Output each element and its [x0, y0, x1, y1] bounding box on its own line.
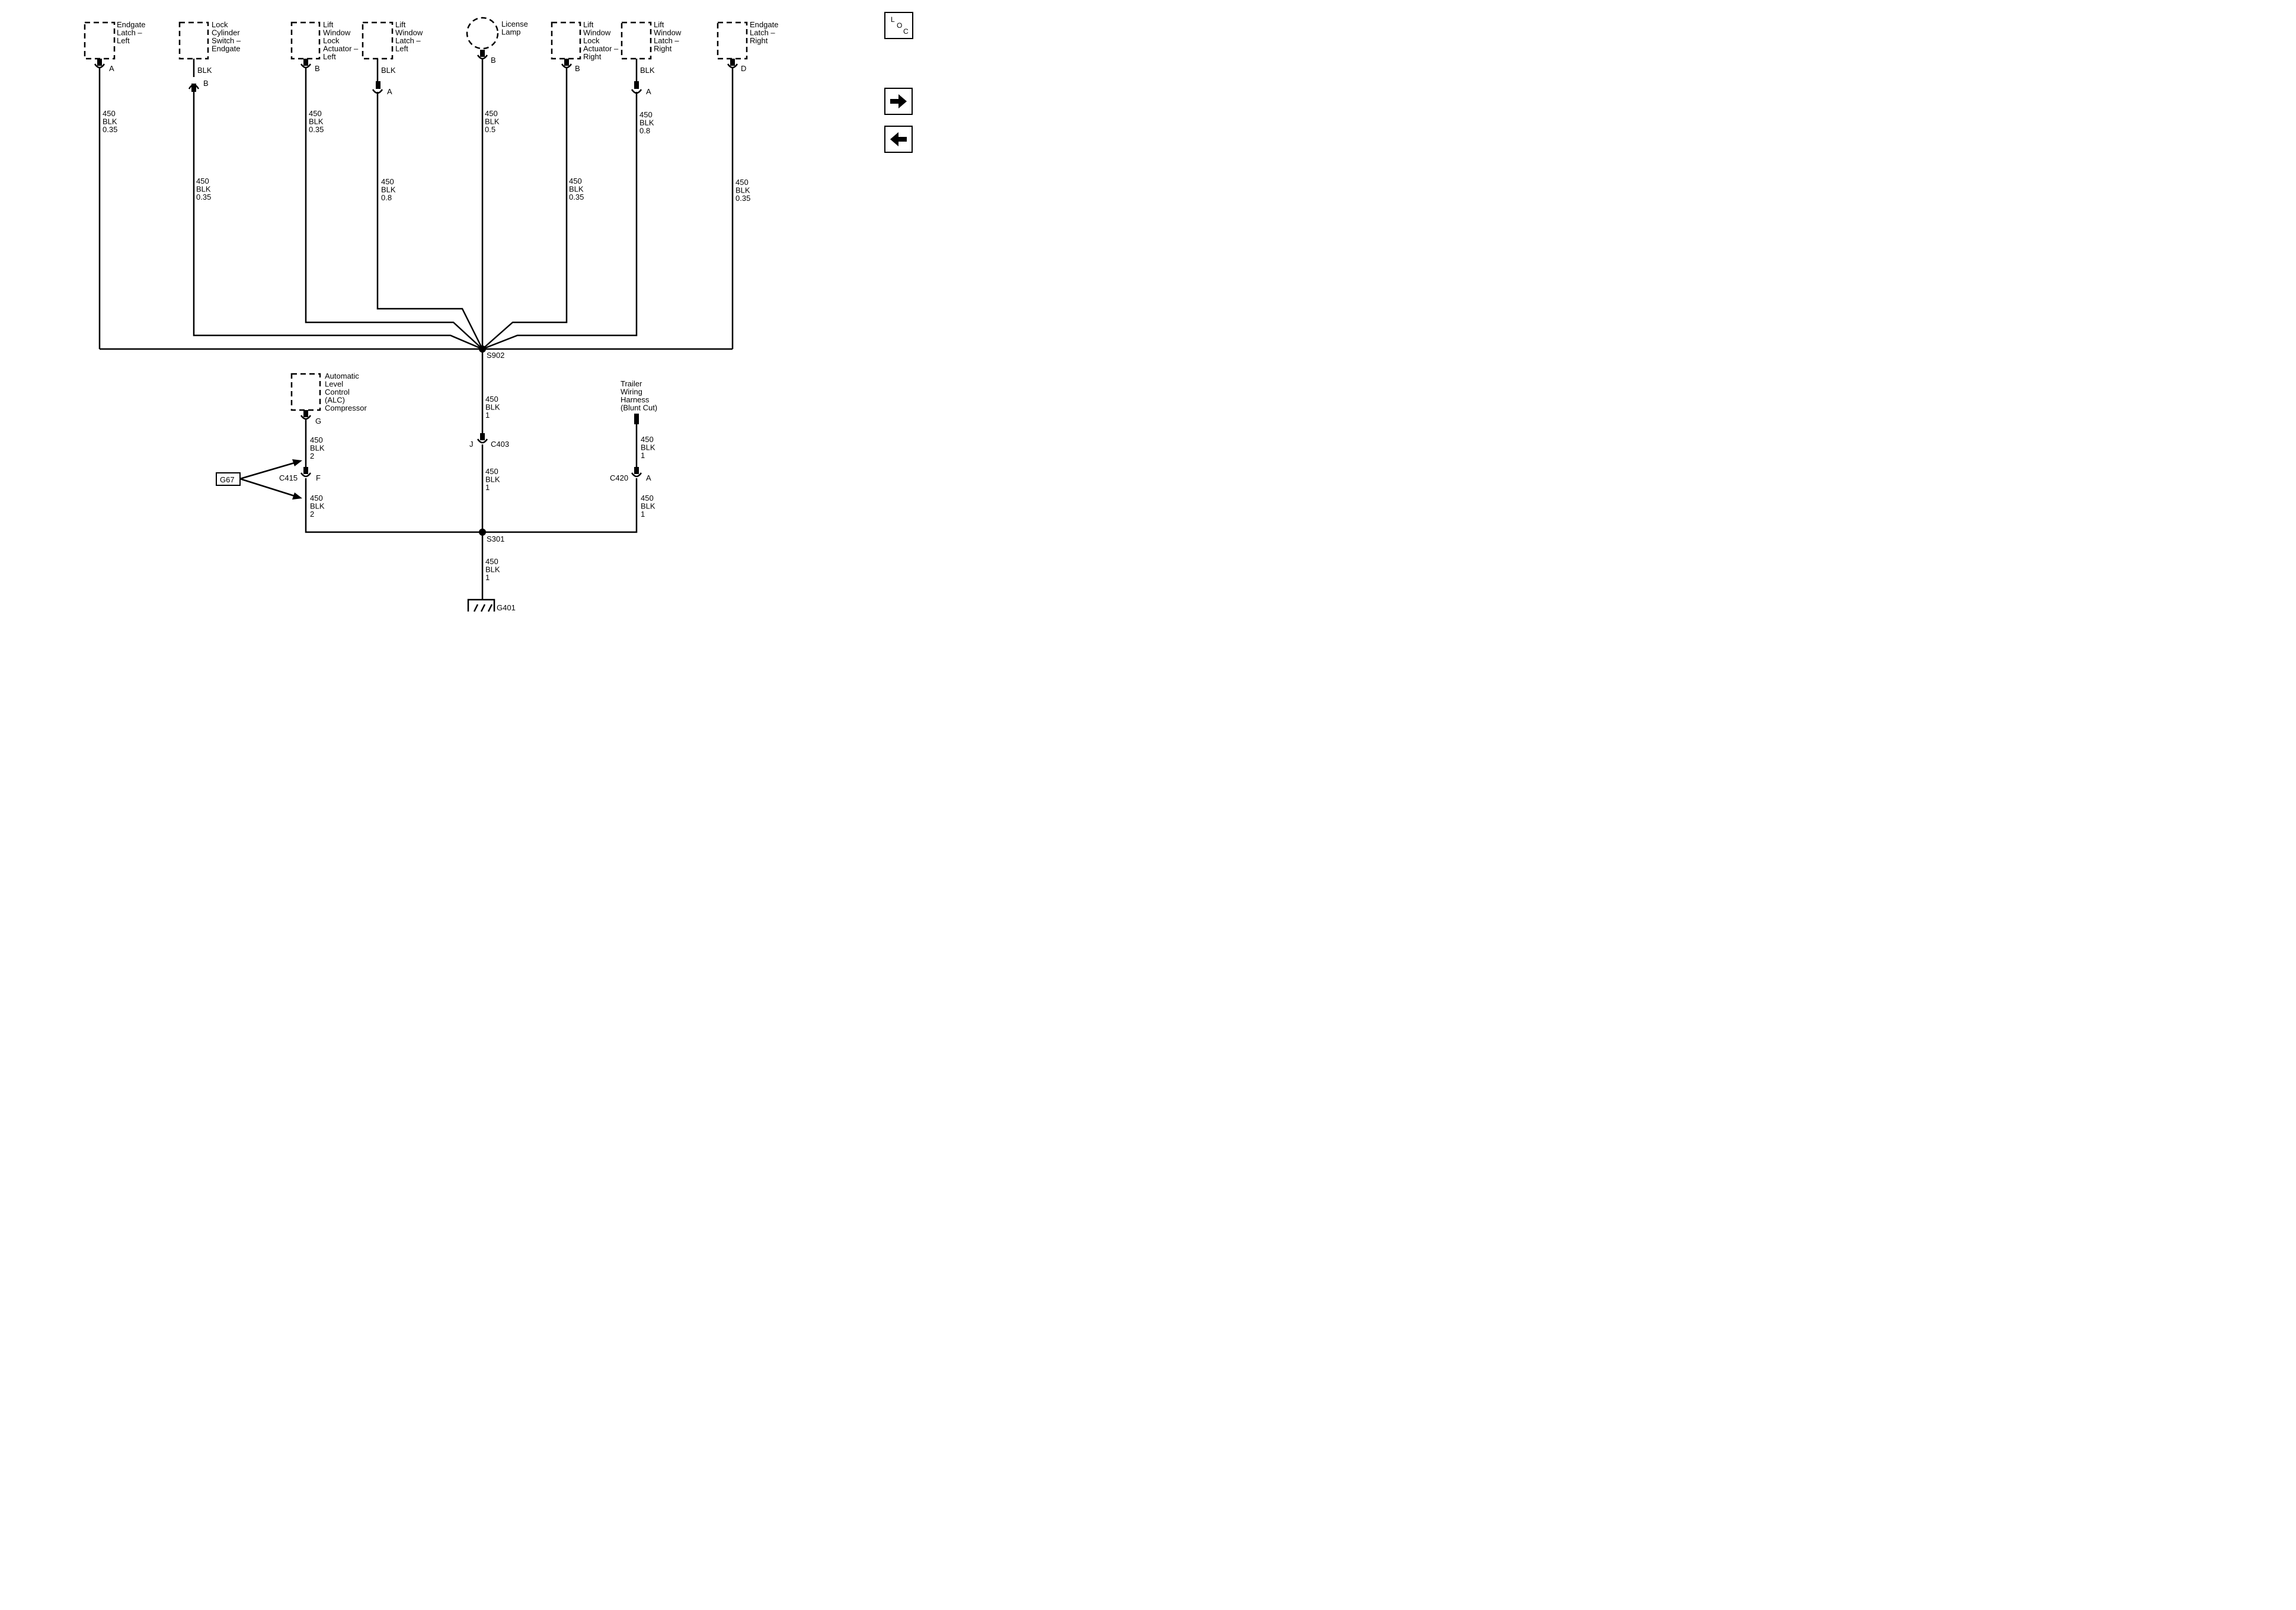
splice-s902-dot	[479, 345, 486, 353]
pin-lwla-left: B	[315, 64, 320, 73]
arrow-left-icon	[890, 132, 907, 146]
pin-c415: F	[316, 473, 321, 482]
terminal-lwla-left	[300, 59, 312, 69]
pin-lwlatch-left: A	[387, 87, 392, 96]
terminal-endgate-right	[727, 59, 738, 69]
license-lamp-symbol	[466, 17, 499, 50]
ground-g401-label: G401	[497, 603, 516, 612]
endgate-latch-right-box	[717, 21, 748, 60]
arrow-head-lower	[292, 492, 302, 500]
loc-letter-l: L	[891, 15, 895, 24]
location-view-button[interactable]: L O C	[884, 12, 913, 39]
blunt-cut-end	[634, 414, 639, 424]
connector-c420	[631, 467, 642, 478]
ground-g401-symbol	[467, 598, 495, 612]
pin-alc: G	[315, 417, 321, 425]
connector-c415	[300, 467, 312, 478]
terminal-lwlatch-right	[631, 81, 642, 94]
terminal-endgate-left	[94, 59, 105, 69]
alc-compressor-box	[290, 373, 321, 411]
connector-c420-label: C420	[610, 473, 628, 482]
color-lwlatch-right: BLK	[640, 66, 655, 75]
terminal-lock-cyl	[188, 59, 200, 92]
connector-c403-label: C403	[491, 440, 509, 449]
arrow-head-upper	[292, 459, 302, 466]
lock-cylinder-switch-box	[178, 21, 209, 60]
pin-lock-cyl: B	[203, 79, 209, 88]
splice-s301-dot	[479, 529, 486, 536]
terminal-alc	[300, 410, 312, 420]
connector-c415-label: C415	[279, 473, 298, 482]
splice-s301-label: S301	[487, 534, 504, 543]
terminal-lwlatch-left	[372, 81, 383, 94]
pin-c420: A	[646, 473, 651, 482]
pin-license: B	[491, 56, 496, 65]
pin-endgate-right: D	[741, 64, 746, 73]
lift-window-latch-left-box	[362, 21, 394, 60]
arrow-right-icon	[890, 94, 907, 108]
terminal-lwla-right	[561, 59, 573, 69]
lift-window-lock-actuator-right-box	[551, 21, 581, 60]
pin-lwla-right: B	[575, 64, 580, 73]
connector-c403	[477, 433, 488, 444]
color-lock-cyl: BLK	[197, 66, 212, 75]
loc-letter-o: O	[897, 21, 903, 30]
g67-label: G67	[220, 475, 235, 484]
lift-window-latch-right-box	[621, 21, 652, 60]
loc-letter-c: C	[903, 27, 909, 36]
next-page-button[interactable]	[884, 88, 913, 115]
splice-s902-label: S902	[487, 351, 504, 360]
pin-endgate-left: A	[109, 64, 114, 73]
terminal-license	[477, 50, 488, 60]
previous-page-button[interactable]	[884, 126, 913, 153]
pin-lwlatch-right: A	[646, 87, 651, 96]
endgate-latch-left-box	[84, 21, 116, 60]
color-lwlatch-left: BLK	[381, 66, 396, 75]
pin-c403: J	[469, 440, 474, 449]
lift-window-lock-actuator-left-box	[290, 21, 321, 60]
